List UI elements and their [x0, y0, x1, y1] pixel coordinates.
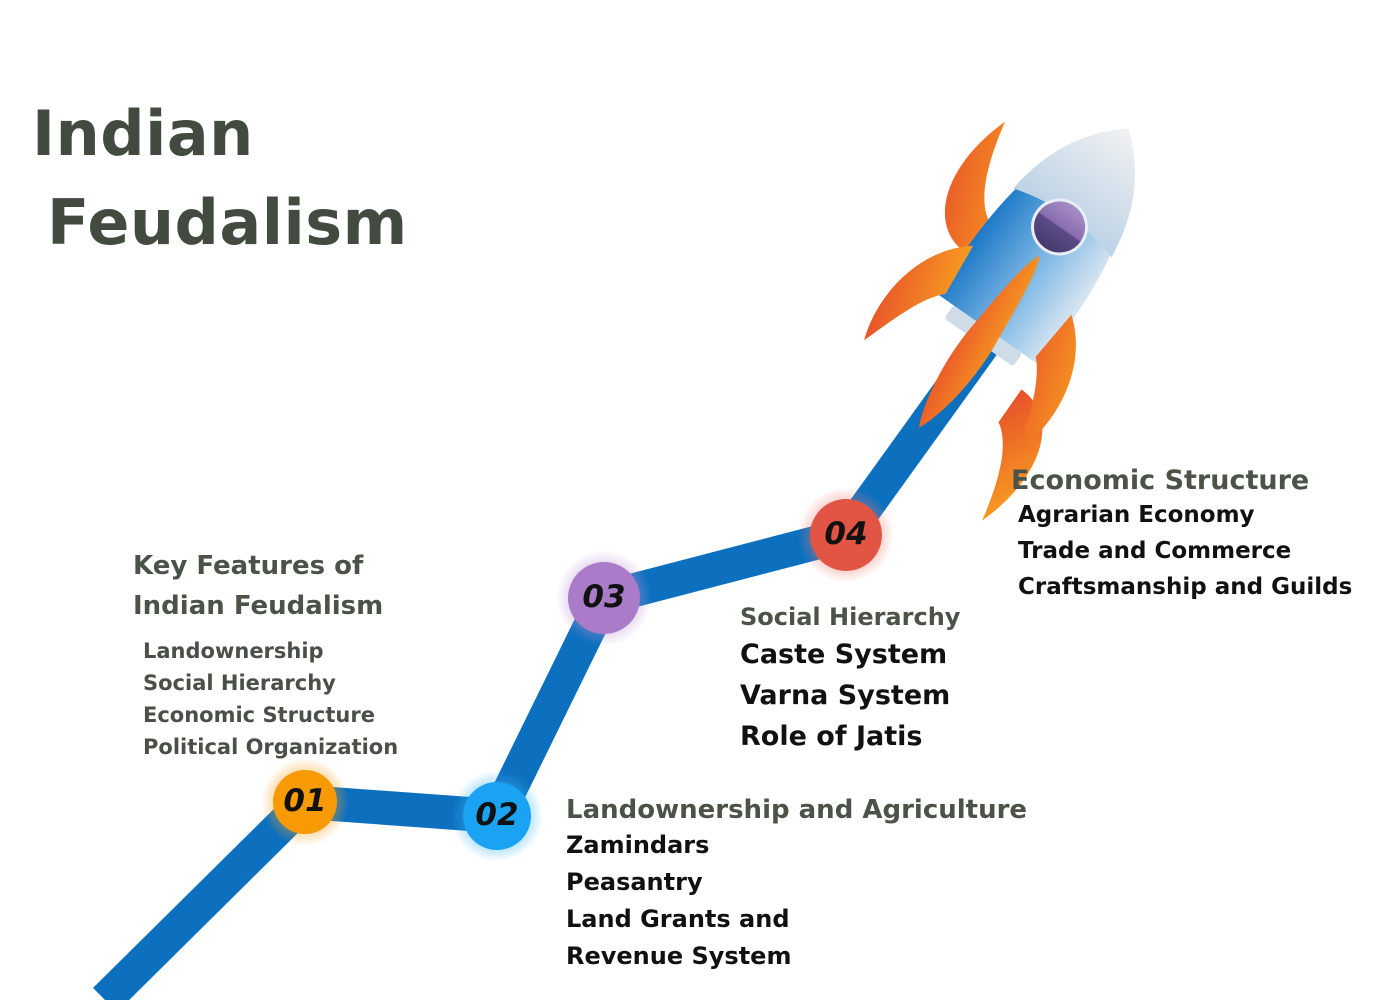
key-features-heading-line1: Key Features of [133, 551, 364, 581]
list-item: Economic Structure [143, 703, 375, 727]
rocket-icon [864, 121, 1136, 521]
timeline-node-04 [798, 487, 894, 583]
landownership-block: Landownership and Agriculture Zamindars … [566, 793, 1027, 975]
economic-structure-heading: Economic Structure [1011, 465, 1310, 496]
timeline-node-01 [261, 758, 349, 846]
social-hierarchy-block: Social Hierarchy Caste System Varna Syst… [740, 601, 960, 757]
node-label-04: 04 [824, 516, 868, 552]
social-hierarchy-heading: Social Hierarchy [740, 603, 961, 631]
list-item: Social Hierarchy [143, 671, 336, 695]
list-item: Peasantry [566, 868, 703, 896]
economic-structure-block: Economic Structure Agrarian Economy Trad… [1011, 465, 1352, 605]
list-item: Caste System [740, 639, 948, 670]
list-item: Landownership [143, 639, 324, 663]
list-item: Craftsmanship and Guilds [1018, 574, 1353, 600]
list-item: Agrarian Economy [1018, 502, 1255, 528]
timeline-node-02 [451, 770, 543, 862]
key-features-block: Key Features of Indian Feudalism Landown… [133, 546, 398, 763]
node-label-01: 01 [283, 783, 327, 819]
list-item: Zamindars [566, 831, 710, 859]
key-features-heading-line2: Indian Feudalism [133, 591, 384, 621]
list-item: Trade and Commerce [1018, 538, 1292, 564]
list-item: Revenue System [566, 942, 792, 970]
list-item: Political Organization [143, 735, 399, 759]
timeline-node-03 [556, 550, 652, 646]
list-item: Varna System [740, 680, 951, 711]
landownership-heading: Landownership and Agriculture [566, 795, 1028, 825]
page-title-line1: Indian [32, 97, 254, 170]
node-label-02: 02 [475, 797, 519, 833]
list-item: Role of Jatis [740, 721, 923, 752]
list-item: Land Grants and [566, 905, 790, 933]
node-label-03: 03 [582, 579, 626, 615]
page-title-line2: Feudalism [47, 186, 408, 259]
